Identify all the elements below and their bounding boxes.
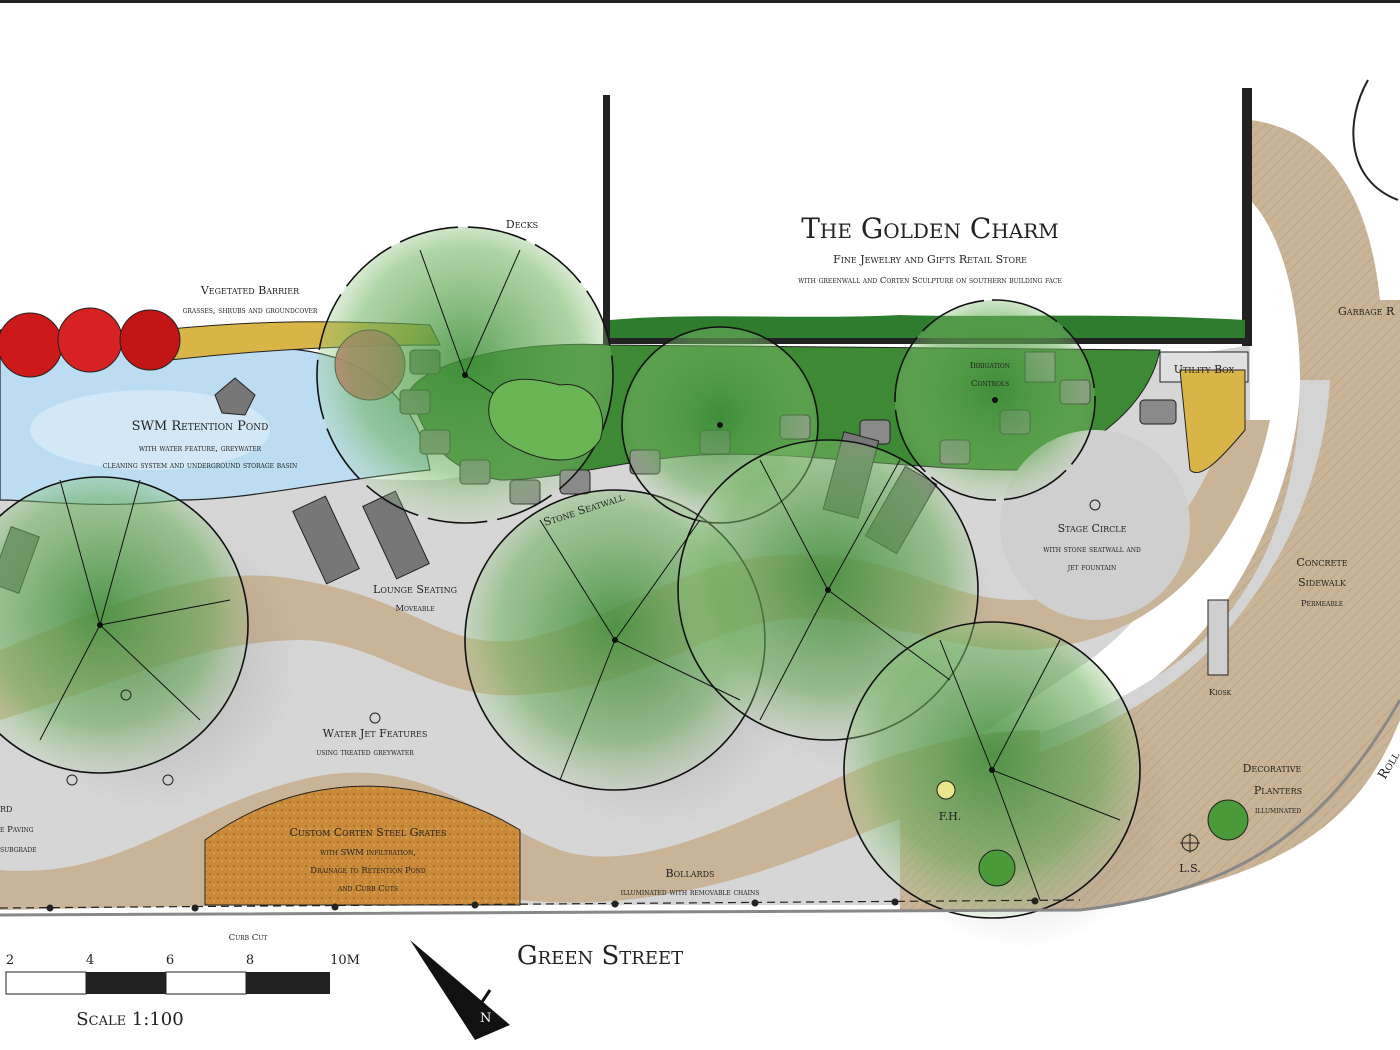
label-water-jet: Water Jet Features	[323, 727, 428, 740]
label-grates-sub3: and Curb Cuts	[337, 884, 398, 894]
fire-hydrant-icon	[936, 780, 956, 800]
corten-grates	[204, 785, 521, 906]
east-sidewalk	[900, 120, 1400, 910]
label-vegetated-barrier: Vegetated Barrier	[200, 284, 300, 297]
label-kiosk: Kiosk	[1209, 688, 1232, 698]
label-pond-sub2: cleaning system and underground storage …	[103, 461, 297, 471]
label-stage-sub1: with stone seatwall and	[1043, 545, 1141, 555]
scale-bar: 2 4 6 8 10M Scale 1:100	[5, 953, 360, 1030]
store-name: The Golden Charm	[801, 212, 1059, 245]
label-stage-circle: Stage Circle	[1058, 522, 1127, 535]
label-lounge-seating: Lounge Seating	[373, 583, 457, 596]
label-stage-sub2: jet fountain	[1067, 563, 1117, 573]
label-grates: Custom Corten Steel Grates	[290, 826, 447, 839]
label-paving-frag2: e Paving	[0, 825, 34, 835]
drain-icon	[1089, 499, 1101, 511]
water-jet-markers	[66, 689, 381, 786]
label-irrigation: Irrigation	[970, 361, 1010, 371]
label-planters-sub: illuminated	[1255, 806, 1301, 816]
label-fh: F.H.	[939, 810, 962, 823]
label-curb-cut: Curb Cut	[229, 933, 268, 943]
label-water-jet-sub: using treated greywater	[316, 748, 414, 758]
retail-building	[603, 88, 1252, 350]
street-name: Green Street	[517, 941, 683, 971]
label-pond: SWM Retention Pond	[132, 419, 269, 434]
label-permeable: Permeable	[1301, 599, 1343, 609]
scale-tick-4: 4	[86, 953, 94, 968]
label-lounge-sub: Moveable	[395, 604, 434, 614]
label-decks: Decks	[506, 218, 538, 231]
label-grates-sub1: with SWM infiltration,	[320, 848, 416, 858]
scale-tick-8: 8	[246, 953, 254, 968]
label-grates-sub2: Drainage to Retention Pond	[310, 866, 426, 876]
scale-tick-10m: 10M	[330, 953, 360, 968]
store-note: with greenwall and Corten Sculpture on s…	[798, 276, 1062, 286]
scale-label: Scale 1:100	[76, 1009, 183, 1030]
bollards	[46, 897, 1039, 912]
north-arrow-icon: N	[410, 940, 510, 1040]
label-ls: L.S.	[1179, 862, 1200, 875]
light-standard-icon	[1180, 833, 1200, 853]
label-decorative: Decorative	[1243, 762, 1302, 775]
label-garbage: Garbage R	[1338, 305, 1395, 318]
bollard-chain	[0, 899, 1081, 909]
kiosk	[1207, 599, 1229, 676]
curb-line	[0, 699, 1400, 917]
adjacent-structure	[1352, 79, 1399, 201]
pond-rock	[214, 377, 256, 416]
decorative-planters	[978, 799, 1249, 887]
label-controls: Controls	[971, 379, 1009, 389]
east-vegetated-strip	[1179, 369, 1246, 474]
label-paving-frag1: rd	[0, 802, 12, 815]
pond-highlight	[30, 390, 270, 470]
label-sidewalk: Sidewalk	[1298, 576, 1347, 589]
label-bollards: Bollards	[666, 867, 715, 880]
ornamental-shrub	[488, 378, 604, 461]
store-subtitle: Fine Jewelry and Gifts Retail Store	[833, 253, 1027, 266]
label-paving-frag3: subgrade	[0, 845, 37, 855]
label-pond-sub1: with water feature, greywater	[139, 444, 262, 454]
scale-tick-6: 6	[166, 953, 174, 968]
store-title-group: The Golden Charm Fine Jewelry and Gifts …	[798, 212, 1062, 286]
label-planters: Planters	[1254, 784, 1302, 797]
top-border	[0, 0, 1400, 3]
north-label: N	[480, 1011, 491, 1026]
label-utility-box: Utility Box	[1174, 363, 1235, 376]
label-vegetated-barrier-sub: grasses, shrubs and groundcover	[183, 306, 318, 316]
scale-tick-2: 2	[6, 953, 14, 968]
label-bollards-sub: illuminated with removable chains	[621, 888, 760, 898]
label-concrete: Concrete	[1296, 556, 1347, 569]
